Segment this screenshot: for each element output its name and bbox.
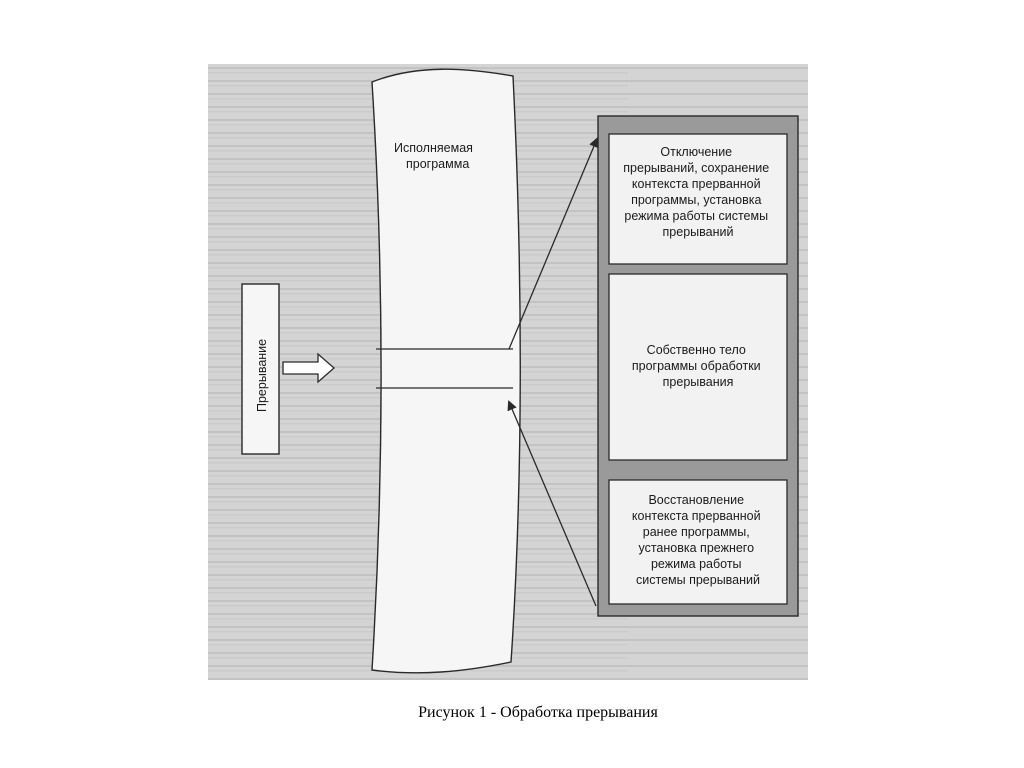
handler-block-disable	[608, 133, 788, 265]
arrow-to-handler	[508, 137, 599, 350]
program-label-line-1: Исполняемая	[394, 141, 473, 155]
handler-block-restore	[608, 479, 788, 605]
program-tape	[371, 68, 521, 674]
figure-caption: Рисунок 1 - Обработка прерывания	[418, 704, 658, 721]
handler-block-body-text: Собственно тело программы обработки прер…	[632, 343, 764, 389]
arrow-return-to-program	[507, 400, 597, 607]
interrupt-arrow-icon	[282, 352, 335, 384]
interrupt-box	[241, 283, 280, 455]
interrupt-diagram: Исполняемая программа Прерывание Отключе…	[208, 64, 808, 680]
handler-block-restore-text: Восстановление контекста прерванной ране…	[632, 493, 764, 587]
program-label-line-2: программа	[406, 157, 469, 171]
interrupt-label: Прерывание	[255, 339, 269, 412]
handler-block-disable-text: Отключение прерываний, сохранение контек…	[623, 145, 772, 239]
handler-block-body	[608, 273, 788, 461]
